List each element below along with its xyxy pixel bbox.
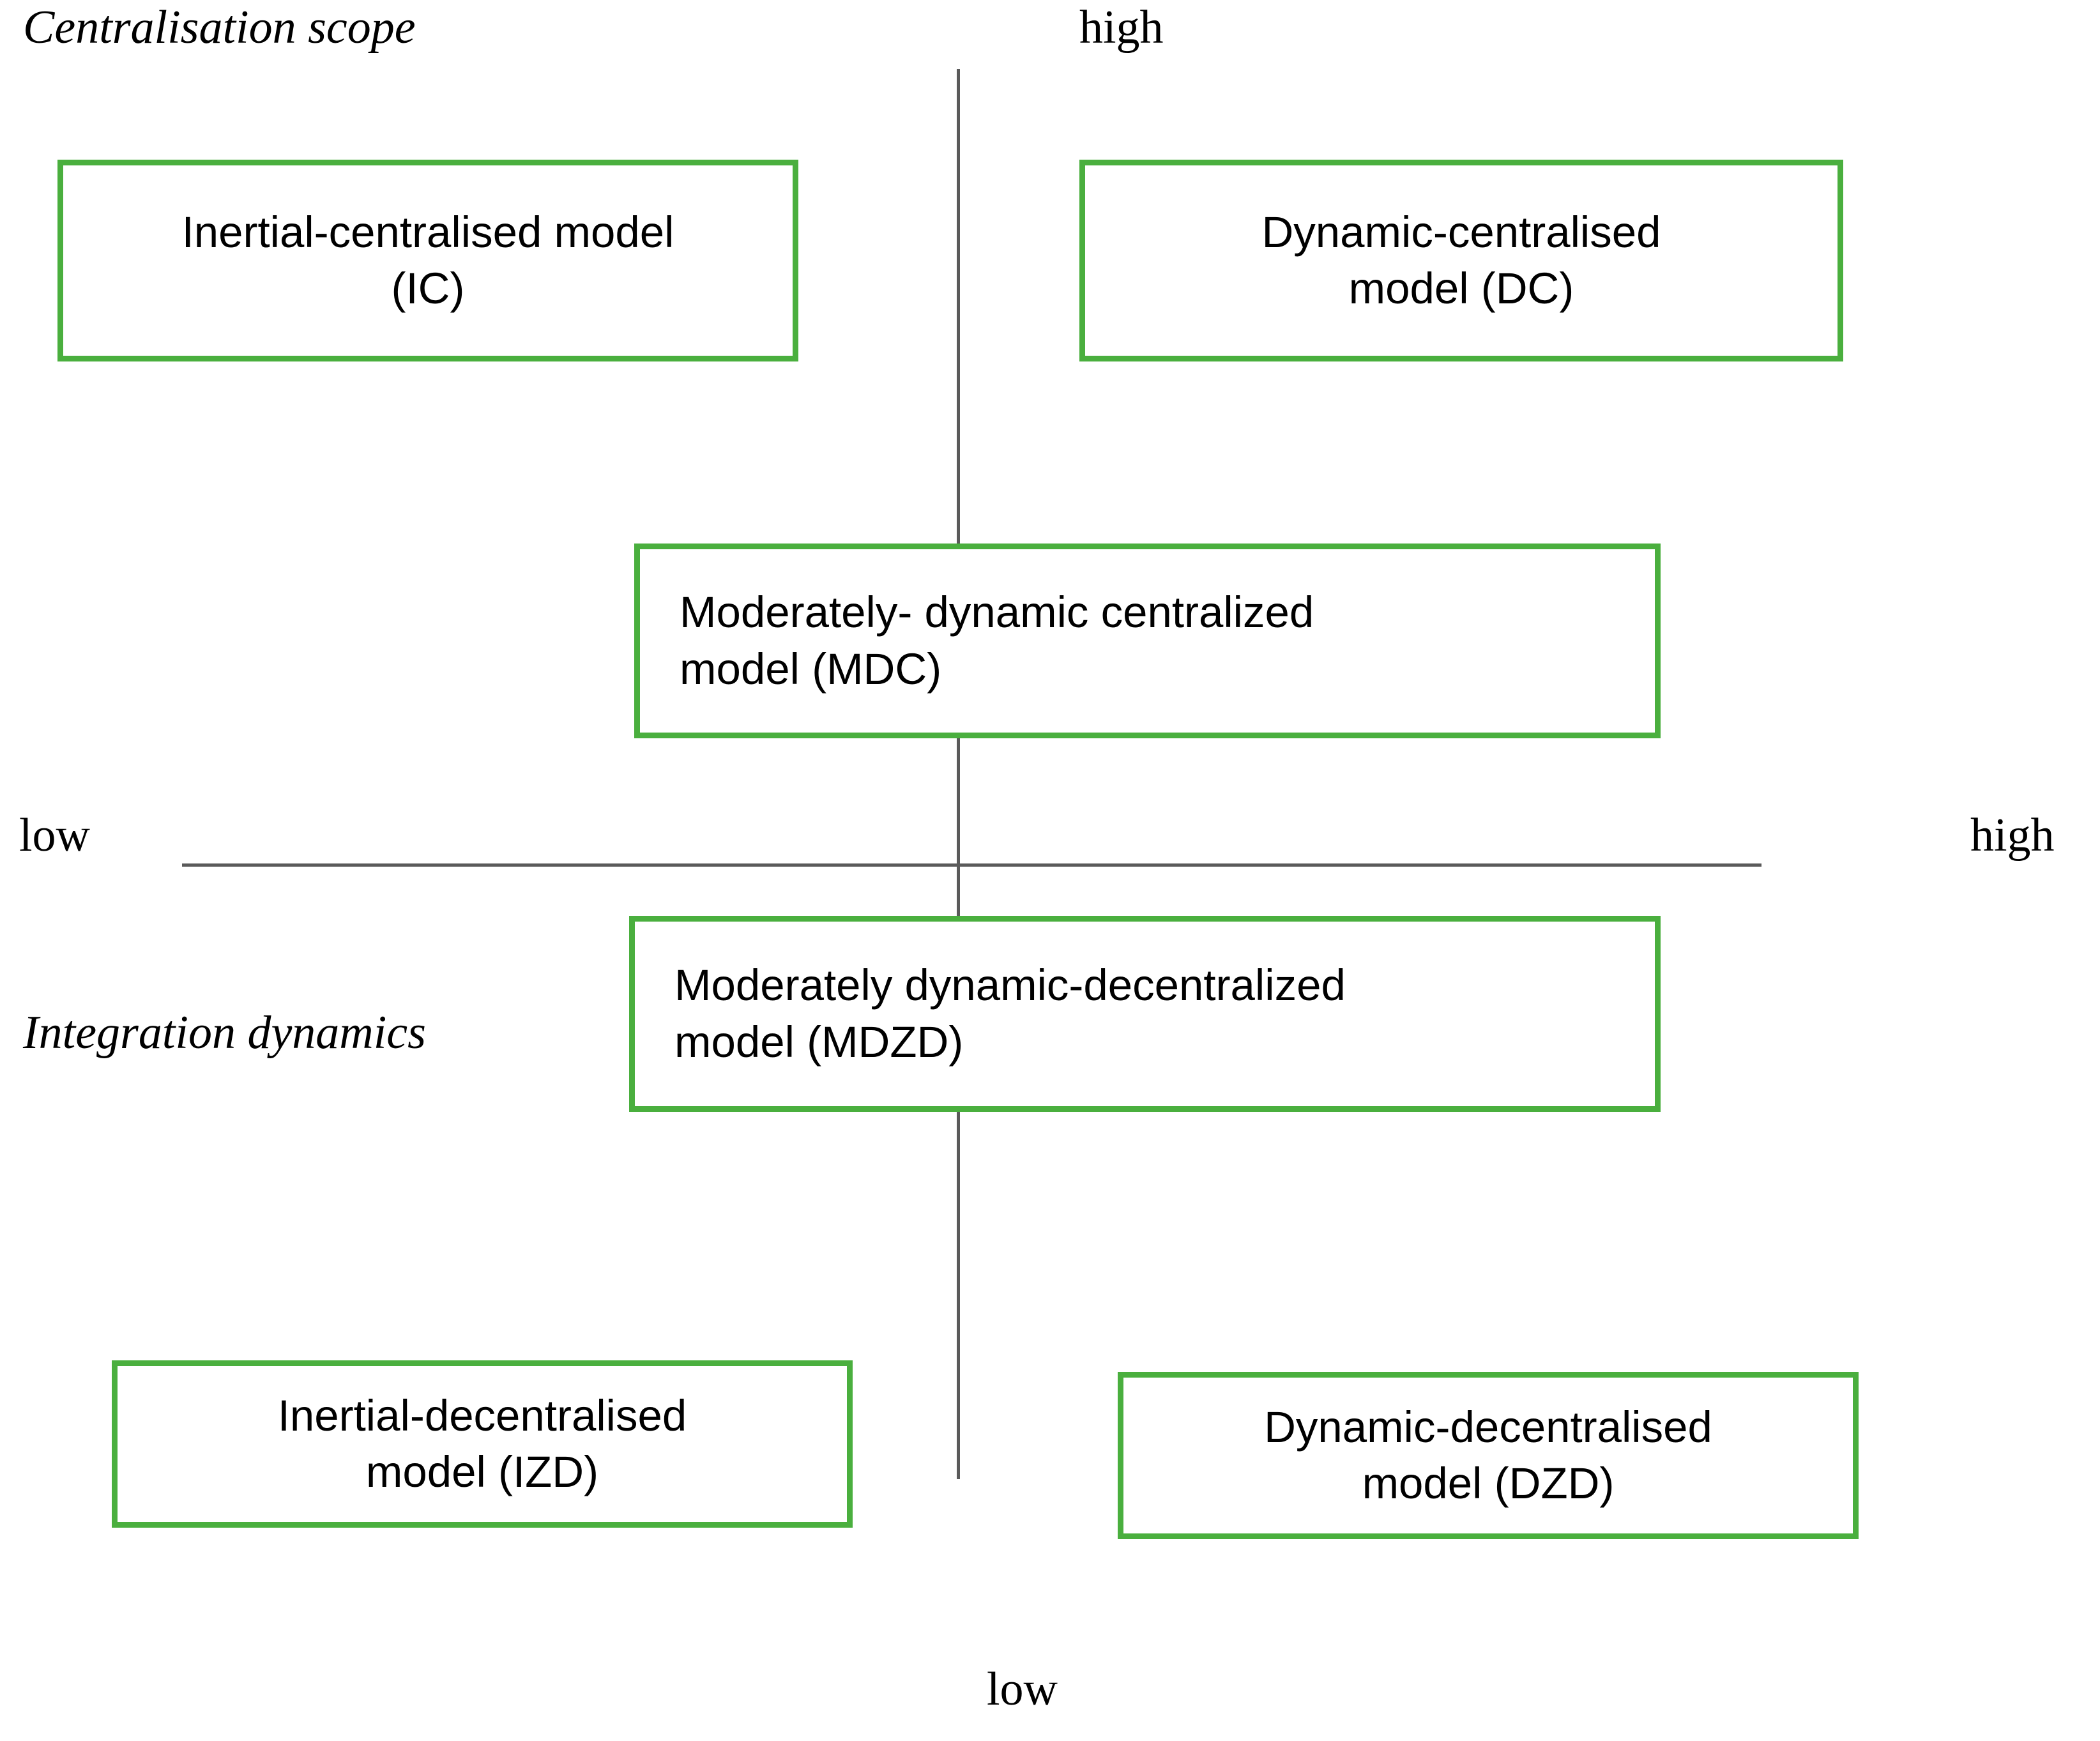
horizontal-axis-line: [182, 863, 1761, 867]
model-box-mdzd[interactable]: Moderately dynamic-decentralized model (…: [629, 916, 1661, 1112]
vertical-axis-title: Centralisation scope: [23, 1, 416, 54]
vertical-axis-line: [957, 69, 960, 1479]
vertical-axis-low-label: low: [987, 1663, 1058, 1715]
model-box-dzd-line2: model (DZD): [1362, 1459, 1615, 1508]
model-box-dc-line2: model (DC): [1348, 264, 1574, 313]
model-box-ic-line1: Inertial-centralised model: [181, 207, 674, 257]
model-box-izd-line2: model (IZD): [365, 1447, 599, 1496]
model-box-izd[interactable]: Inertial-decentralised model (IZD): [112, 1360, 853, 1528]
model-box-izd-line1: Inertial-decentralised: [277, 1390, 687, 1440]
model-box-mdzd-line1: Moderately dynamic-decentralized: [674, 961, 1346, 1010]
model-box-mdzd-line2: model (MDZD): [674, 1017, 964, 1067]
model-box-mdc-line2: model (MDC): [680, 644, 942, 694]
model-box-ic-line2: (IC): [391, 264, 465, 313]
model-box-dc-line1: Dynamic-centralised: [1261, 207, 1661, 257]
horizontal-axis-low-label: low: [19, 809, 90, 862]
vertical-axis-high-label: high: [1079, 1, 1164, 54]
model-box-dzd[interactable]: Dynamic-decentralised model (DZD): [1118, 1372, 1859, 1539]
model-box-dzd-line1: Dynamic-decentralised: [1264, 1402, 1712, 1452]
model-box-dc[interactable]: Dynamic-centralised model (DC): [1079, 160, 1843, 361]
model-box-mdc[interactable]: Moderately- dynamic centralized model (M…: [634, 544, 1661, 738]
model-box-ic[interactable]: Inertial-centralised model (IC): [57, 160, 798, 361]
horizontal-axis-title: Integration dynamics: [23, 1007, 426, 1059]
horizontal-axis-high-label: high: [1970, 809, 2055, 862]
model-box-mdc-line1: Moderately- dynamic centralized: [680, 588, 1314, 637]
